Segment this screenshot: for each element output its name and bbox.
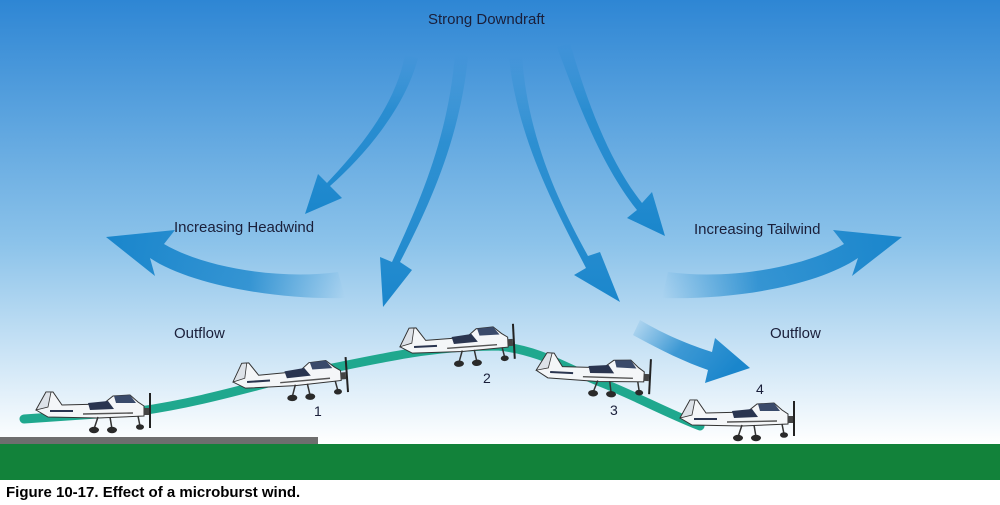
outflow-right-label: Outflow [770, 325, 821, 342]
increasing-tailwind-label: Increasing Tailwind [694, 221, 821, 238]
figure-caption: Figure 10-17. Effect of a microburst win… [6, 484, 301, 501]
microburst-diagram [0, 0, 1000, 480]
downdraft-arrow-right-outer [557, 43, 665, 236]
position-label-2: 2 [483, 370, 491, 386]
ground [0, 444, 1000, 480]
headwind-outflow-arrow [106, 230, 345, 299]
tailwind-outflow-arrow [662, 230, 902, 299]
position-label-3: 3 [610, 402, 618, 418]
sky-background [0, 0, 1000, 444]
position-label-1: 1 [314, 403, 322, 419]
strong-downdraft-label: Strong Downdraft [428, 11, 545, 28]
increasing-headwind-label: Increasing Headwind [174, 219, 315, 236]
downdraft-arrow-left-outer [305, 55, 418, 214]
downdraft-arrow-left-inner [380, 54, 468, 307]
outflow-left-label: Outflow [174, 325, 225, 342]
outflow-arrow-small [633, 320, 750, 383]
position-label-4: 4 [756, 381, 764, 397]
downdraft-arrow-right-inner [509, 56, 620, 302]
runway [0, 437, 318, 444]
